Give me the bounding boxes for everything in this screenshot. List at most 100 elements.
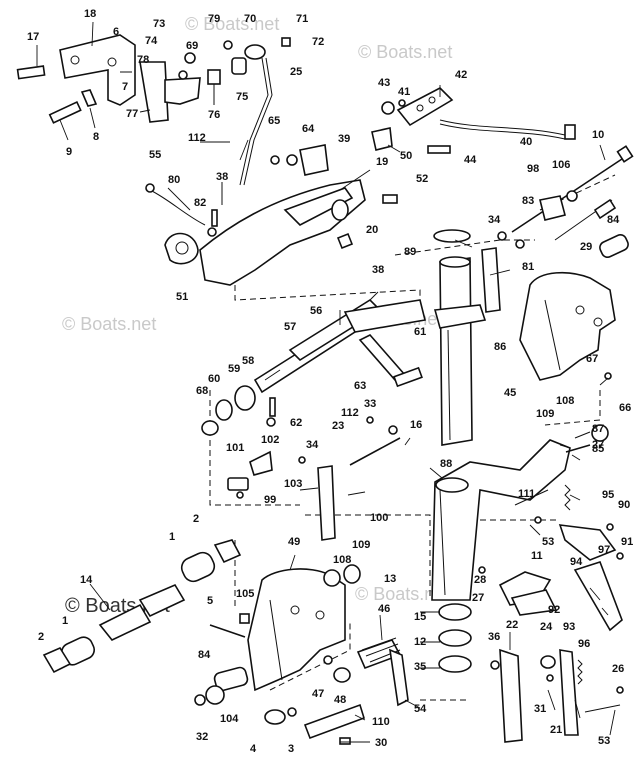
rings-15-12-35: [438, 603, 472, 673]
callout-label: 109: [536, 408, 554, 420]
callout-label: 15: [414, 611, 426, 623]
spring-lever-group: [540, 649, 624, 736]
fasteners-102-62: [266, 397, 276, 427]
bolt-5: [209, 613, 250, 638]
callout-label: 88: [440, 458, 452, 470]
callout-label: 17: [27, 31, 39, 43]
callout-label: 111: [518, 488, 535, 500]
callout-label: 38: [216, 171, 228, 183]
callout-label: 99: [264, 494, 276, 506]
callout-label: 80: [168, 174, 180, 186]
callout-label: 61: [414, 326, 426, 338]
callout-label: 6: [113, 26, 119, 38]
swivel-bracket: [431, 424, 609, 601]
callout-label: 84: [607, 214, 620, 226]
callout-label: 47: [312, 688, 324, 700]
callout-label: 86: [494, 341, 506, 353]
steering-housing: [164, 179, 366, 286]
callout-label: 103: [284, 478, 302, 490]
callout-label: 36: [488, 631, 500, 643]
callout-label: 13: [384, 573, 396, 585]
pin-23: [349, 416, 401, 466]
callout-label: 87: [592, 423, 604, 435]
callout-label: 3: [288, 743, 294, 755]
callout-label: 70: [244, 13, 256, 25]
watermark: © Boats.net: [358, 42, 452, 62]
bushing-lower: [42, 583, 186, 674]
callout-label: 27: [592, 439, 604, 451]
spring-group: [514, 431, 591, 524]
callout-label: 49: [288, 536, 300, 548]
bushing-upper: [180, 539, 242, 583]
callout-label: 29: [580, 241, 592, 253]
callout-label: 44: [464, 154, 477, 166]
callout-label: 100: [370, 512, 388, 524]
callout-label: 71: [296, 13, 308, 25]
callout-label: 22: [506, 619, 518, 631]
watermark: © Boats.net: [62, 314, 156, 334]
callout-label: 106: [552, 159, 570, 171]
tilt-cylinder-assembly: [201, 291, 426, 436]
watermark: © Boats.net: [355, 584, 449, 604]
callout-label: 38: [372, 264, 384, 276]
callout-label: 89: [404, 246, 416, 258]
callout-label: 24: [540, 621, 553, 633]
callout-label: 101: [226, 442, 244, 454]
callout-label: 59: [228, 363, 240, 375]
callout-label: 83: [522, 195, 534, 207]
callout-label: 50: [400, 150, 412, 162]
callout-label: 69: [186, 40, 198, 52]
callout-label: 55: [149, 149, 161, 161]
callout-label: 20: [366, 224, 378, 236]
callout-label: 109: [352, 539, 370, 551]
stern-bracket-left: [247, 568, 346, 692]
callout-label: 85: [592, 443, 604, 455]
link-rod-assembly: [223, 37, 291, 186]
leader-lines: [36, 21, 616, 743]
callout-label: 25: [290, 66, 302, 78]
callout-label: 96: [578, 638, 590, 650]
callout-label: 91: [621, 536, 633, 548]
callout-label: 77: [126, 108, 138, 120]
callout-label: 112: [188, 132, 206, 144]
callout-label: 41: [398, 86, 410, 98]
callout-label: 73: [153, 18, 165, 30]
callout-label: 58: [242, 355, 254, 367]
callout-label: 33: [364, 398, 376, 410]
throttle-cam-assembly: [381, 87, 576, 140]
callout-label: 16: [410, 419, 422, 431]
callout-label: 102: [261, 434, 279, 446]
callout-label: 5: [207, 595, 213, 607]
callout-label: 90: [618, 499, 630, 511]
callout-label: 54: [414, 703, 427, 715]
callout-label: 72: [312, 36, 324, 48]
callout-label: 74: [145, 35, 158, 47]
trim-lever: [558, 523, 624, 632]
callout-label: 84: [198, 649, 211, 661]
callout-label: 105: [236, 588, 254, 600]
callout-label: 7: [122, 81, 128, 93]
callout-label: 108: [333, 554, 351, 566]
callout-label: 112: [341, 407, 359, 419]
callout-label: 46: [378, 603, 390, 615]
callout-label: 97: [598, 544, 610, 556]
callout-label: 63: [354, 380, 366, 392]
callout-label: 21: [550, 724, 562, 736]
callout-label: 10: [592, 129, 604, 141]
callout-label: 66: [619, 402, 631, 414]
callout-label: 19: [376, 156, 388, 168]
callout-label: 26: [612, 663, 624, 675]
callout-label: 45: [504, 387, 516, 399]
shift-lever-cluster: [139, 52, 247, 123]
callout-label: 1: [62, 615, 68, 627]
watermark: © Boats.net: [185, 14, 279, 34]
link-103: [317, 465, 366, 541]
lever-22: [490, 648, 554, 743]
callout-label: 52: [416, 173, 428, 185]
callout-label: 34: [306, 439, 319, 451]
callout-label: 82: [194, 197, 206, 209]
callout-label: 110: [372, 716, 390, 728]
callout-label: 48: [334, 694, 346, 706]
callout-label: 53: [598, 735, 610, 747]
tilt-lever-bracket: [16, 34, 136, 124]
